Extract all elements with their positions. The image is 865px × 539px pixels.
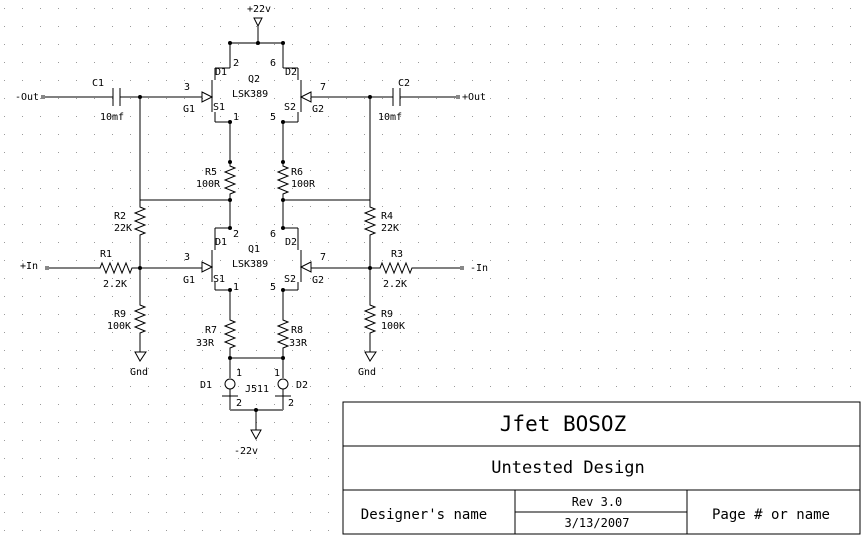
in-right-port <box>460 266 464 270</box>
ground-left-symbol <box>134 351 147 362</box>
in-left-port <box>45 266 49 270</box>
r2-ref-label: R2 <box>114 211 126 222</box>
q1-d2-pin-label: D2 <box>285 237 297 248</box>
r9-right-value-label: 100K <box>381 321 405 332</box>
q1-d1-pin-label: D1 <box>215 237 227 248</box>
r7-value-label: 33R <box>196 338 215 349</box>
q1-pin2-label: 2 <box>233 229 239 240</box>
resistor-r9-right: R9 100K <box>363 268 405 352</box>
q2-s2-pin-label: S2 <box>284 102 296 113</box>
r3-value-label: 2.2K <box>383 279 407 290</box>
c2-ref-label: C2 <box>398 78 410 89</box>
negative-supply-label: -22v <box>234 446 258 457</box>
out-right-label: +Out <box>462 92 486 103</box>
q1-pin5-label: 5 <box>270 282 276 293</box>
in-right-label: -In <box>470 263 488 274</box>
q1-pin1-label: 1 <box>233 282 239 293</box>
resistor-r5: R5 100R <box>196 162 237 200</box>
title-block-subtitle: Untested Design <box>491 458 645 478</box>
out-left-port <box>41 95 45 99</box>
r9-left-ref-label: R9 <box>114 309 126 320</box>
title-block-page: Page # or name <box>712 507 830 523</box>
q2-s1-pin-label: S1 <box>213 102 225 113</box>
r1-value-label: 2.2K <box>103 279 127 290</box>
title-block-date: 3/13/2007 <box>564 516 629 530</box>
q2-g2-pin-label: G2 <box>312 104 324 115</box>
title-block-revision: Rev 3.0 <box>572 495 623 509</box>
r3-ref-label: R3 <box>391 249 403 260</box>
diode-left-label: D1 <box>200 380 212 391</box>
negative-supply-symbol: -22v <box>234 429 262 457</box>
q1-pin3-label: 3 <box>184 252 190 263</box>
j511-current-source: D1 D2 J511 1 1 2 2 <box>200 368 308 410</box>
r9-right-ref-label: R9 <box>381 309 393 320</box>
c1-ref-label: C1 <box>92 78 104 89</box>
r5-ref-label: R5 <box>205 167 217 178</box>
q2-pin5-label: 5 <box>270 112 276 123</box>
j511-right-pin1-label: 1 <box>274 368 280 379</box>
q2-g1-pin-label: G1 <box>183 104 195 115</box>
r7-ref-label: R7 <box>205 325 217 336</box>
resistor-r4: R4 22K <box>363 200 399 267</box>
q2-pin1-label: 1 <box>233 112 239 123</box>
positive-supply-label: +22v <box>247 4 271 15</box>
q1-g1-pin-label: G1 <box>183 275 195 286</box>
r6-ref-label: R6 <box>291 167 303 178</box>
c2-value-label: 10mf <box>378 112 402 123</box>
q1-pin7-label: 7 <box>320 252 326 263</box>
q2-d2-pin-label: D2 <box>285 67 297 78</box>
capacitor-c2: C2 10mf <box>370 78 456 123</box>
resistor-r1: R1 2.2K <box>49 249 202 290</box>
resistor-r2: R2 22K <box>114 200 147 267</box>
resistor-r9-left: R9 100K <box>107 268 147 352</box>
resistor-r3: R3 2.2K <box>311 249 460 290</box>
resistor-r6: R6 100R <box>276 162 316 200</box>
ground-right-symbol <box>364 351 377 362</box>
title-block-title: Jfet BOSOZ <box>500 412 626 436</box>
title-block: Jfet BOSOZ Untested Design Designer's na… <box>342 401 861 535</box>
resistor-r7: R7 33R <box>196 290 237 358</box>
capacitor-c1: C1 10mf <box>45 78 140 123</box>
j511-left-pin2-label: 2 <box>236 398 242 409</box>
ground-right-label: Gnd <box>358 367 376 378</box>
q2-jfet-pair: D1 D2 Q2 LSK389 G1 G2 S1 S2 2 6 3 7 1 5 <box>183 43 326 123</box>
q2-part-label: LSK389 <box>232 89 268 100</box>
q2-ref-label: Q2 <box>248 74 260 85</box>
q2-d1-pin-label: D1 <box>215 67 227 78</box>
r4-value-label: 22K <box>381 223 399 234</box>
r5-value-label: 100R <box>196 179 221 190</box>
junction-dots <box>138 41 372 412</box>
q1-g2-pin-label: G2 <box>312 275 324 286</box>
q1-pin6-label: 6 <box>270 229 276 240</box>
out-right-port <box>456 95 460 99</box>
q2-pin7-label: 7 <box>320 82 326 93</box>
q1-part-label: LSK389 <box>232 259 268 270</box>
q1-s1-pin-label: S1 <box>213 274 225 285</box>
r8-ref-label: R8 <box>291 325 303 336</box>
q1-s2-pin-label: S2 <box>284 274 296 285</box>
r9-left-value-label: 100K <box>107 321 131 332</box>
j511-part-label: J511 <box>245 384 269 395</box>
r8-value-label: 33R <box>289 338 308 349</box>
j511-left-pin1-label: 1 <box>236 368 242 379</box>
q2-pin2-label: 2 <box>233 58 239 69</box>
j511-right-pin2-label: 2 <box>288 398 294 409</box>
title-block-designer: Designer's name <box>361 507 487 523</box>
q1-jfet-pair: D1 D2 Q1 LSK389 G1 G2 S1 S2 2 6 3 7 1 5 <box>183 227 326 293</box>
positive-supply-symbol: +22v <box>247 4 271 43</box>
out-left-label: -Out <box>15 92 39 103</box>
in-left-label: +In <box>20 261 38 272</box>
q2-pin3-label: 3 <box>184 82 190 93</box>
r2-value-label: 22K <box>114 223 132 234</box>
resistor-r8: R8 33R <box>276 290 308 358</box>
r6-value-label: 100R <box>291 179 316 190</box>
q1-ref-label: Q1 <box>248 244 260 255</box>
ground-left-label: Gnd <box>130 367 148 378</box>
q2-pin6-label: 6 <box>270 58 276 69</box>
diode-right-label: D2 <box>296 380 308 391</box>
r1-ref-label: R1 <box>100 249 112 260</box>
r4-ref-label: R4 <box>381 211 393 222</box>
c1-value-label: 10mf <box>100 112 124 123</box>
